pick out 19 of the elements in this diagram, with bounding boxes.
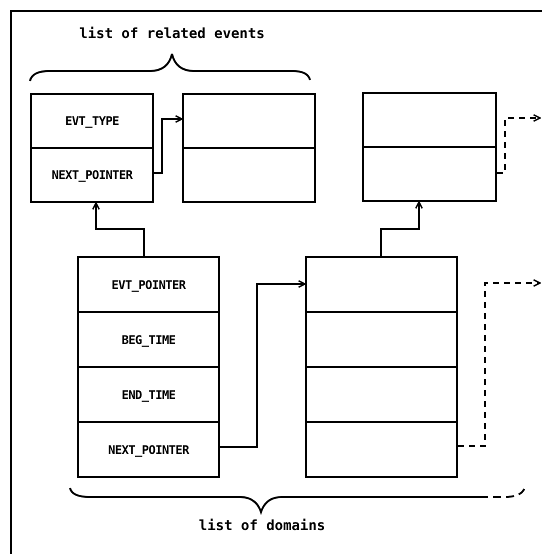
pointer-arrow [458,279,541,447]
field-label: NEXT_POINTER [108,442,189,456]
field-label: NEXT_POINTER [52,168,132,182]
pointer-arrow [380,201,423,256]
group-label: list of domains [198,518,326,534]
record-box [305,256,458,478]
pointer-arrow [220,280,306,448]
record-box [182,93,316,203]
pointer-arrow [92,202,145,256]
pointer-arrow [497,114,541,174]
pointer-arrow [154,115,183,174]
record-box [30,93,154,203]
group-label: list of related events [79,26,265,42]
record-box [362,92,497,202]
record-box [77,256,220,478]
field-label: EVT_POINTER [112,278,186,292]
field-label: BEG_TIME [122,332,176,346]
field-label: END_TIME [122,388,176,402]
field-label: EVT_TYPE [65,114,119,128]
